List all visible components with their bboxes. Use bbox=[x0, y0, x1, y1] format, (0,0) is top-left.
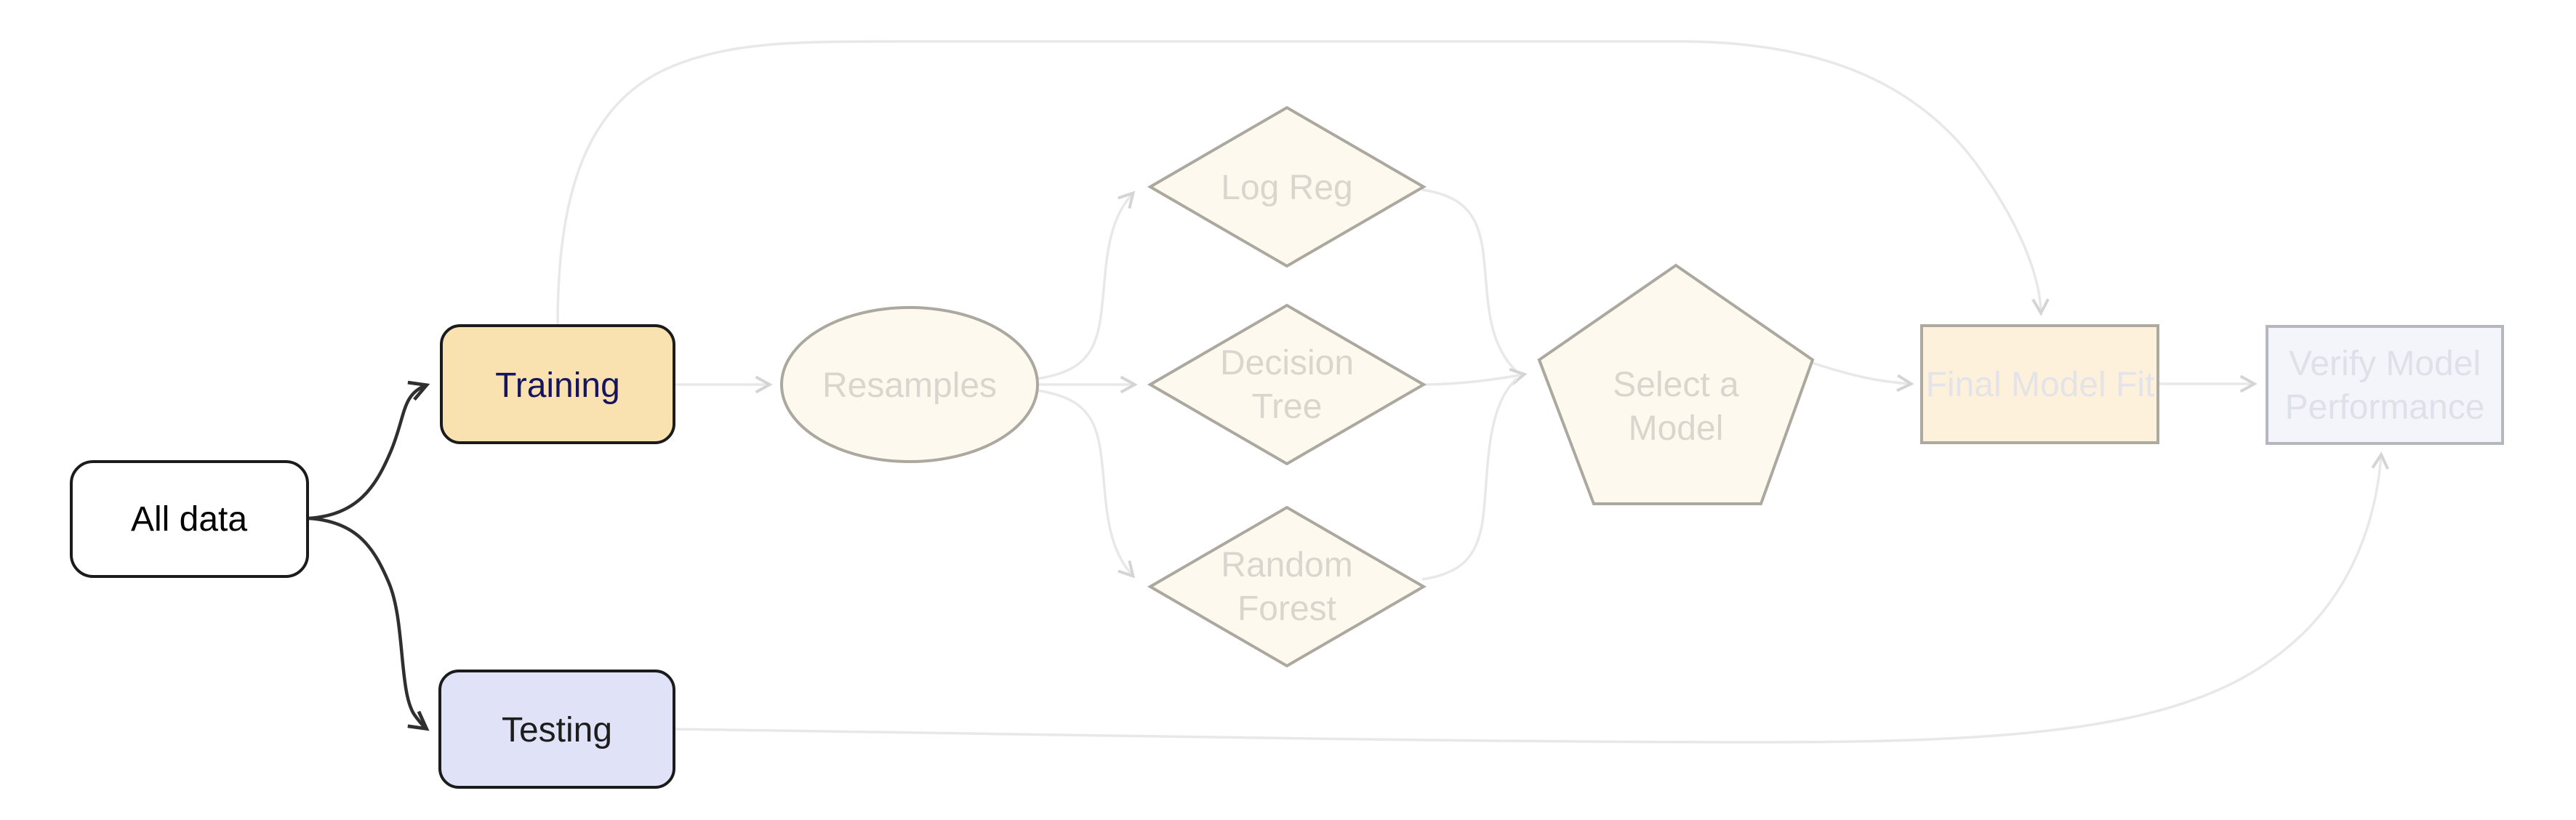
node-decision-tree-diamond bbox=[1147, 303, 1427, 466]
node-testing-label: Testing bbox=[502, 711, 612, 749]
edge-testing-verify-bottom bbox=[675, 455, 2381, 744]
node-testing-box bbox=[438, 670, 675, 789]
edge-training-finalfit-top bbox=[556, 40, 2041, 326]
node-training-label: Training bbox=[495, 366, 620, 405]
node-resamples-ellipse bbox=[780, 306, 1039, 463]
node-verify-line2: Performance bbox=[2285, 388, 2485, 427]
node-random-forest-line1: Random bbox=[1221, 546, 1352, 584]
node-log-reg-label: Log Reg bbox=[1221, 169, 1352, 207]
node-all-data: All data bbox=[70, 460, 309, 578]
node-final-model-fit: Final Model Fit bbox=[1920, 324, 2159, 444]
edge-alldata-training bbox=[308, 385, 426, 520]
node-select-a-model: Select a Model bbox=[1537, 263, 1815, 505]
node-select-a-model-line2: Model bbox=[1629, 409, 1724, 448]
node-select-a-model-label: Select a Model bbox=[1613, 366, 1739, 448]
node-all-data-label: All data bbox=[131, 500, 247, 539]
edges-layer bbox=[308, 40, 2381, 744]
node-log-reg: Log Reg bbox=[1147, 105, 1427, 268]
node-all-data-box bbox=[70, 460, 309, 578]
node-final-model-fit-label: Final Model Fit bbox=[1926, 366, 2155, 404]
node-training-box bbox=[440, 324, 675, 444]
node-final-model-fit-box bbox=[1920, 324, 2159, 444]
node-random-forest-line2: Forest bbox=[1237, 590, 1336, 628]
node-testing: Testing bbox=[438, 670, 675, 789]
node-random-forest-diamond bbox=[1147, 505, 1427, 668]
edge-alldata-testing bbox=[308, 516, 426, 728]
node-select-a-model-line1: Select a bbox=[1613, 366, 1739, 404]
node-verify-line1: Verify Model bbox=[2289, 345, 2481, 383]
edge-dectree-select bbox=[1421, 374, 1524, 386]
node-resamples: Resamples bbox=[780, 306, 1039, 463]
edge-ranforest-select bbox=[1421, 377, 1518, 581]
node-decision-tree-line2: Tree bbox=[1252, 387, 1323, 426]
node-select-a-model-pentagon bbox=[1537, 263, 1815, 505]
edge-logreg-select bbox=[1421, 188, 1518, 373]
node-decision-tree-line1: Decision bbox=[1220, 344, 1354, 382]
edge-resamples-ranforest bbox=[1037, 389, 1133, 576]
edge-resamples-logreg bbox=[1037, 193, 1133, 380]
node-resamples-label: Resamples bbox=[822, 366, 997, 405]
node-verify-model-performance-box bbox=[2266, 325, 2504, 445]
edge-select-finalfit bbox=[1811, 361, 1911, 384]
node-training: Training bbox=[440, 324, 675, 444]
node-log-reg-diamond bbox=[1147, 105, 1427, 268]
